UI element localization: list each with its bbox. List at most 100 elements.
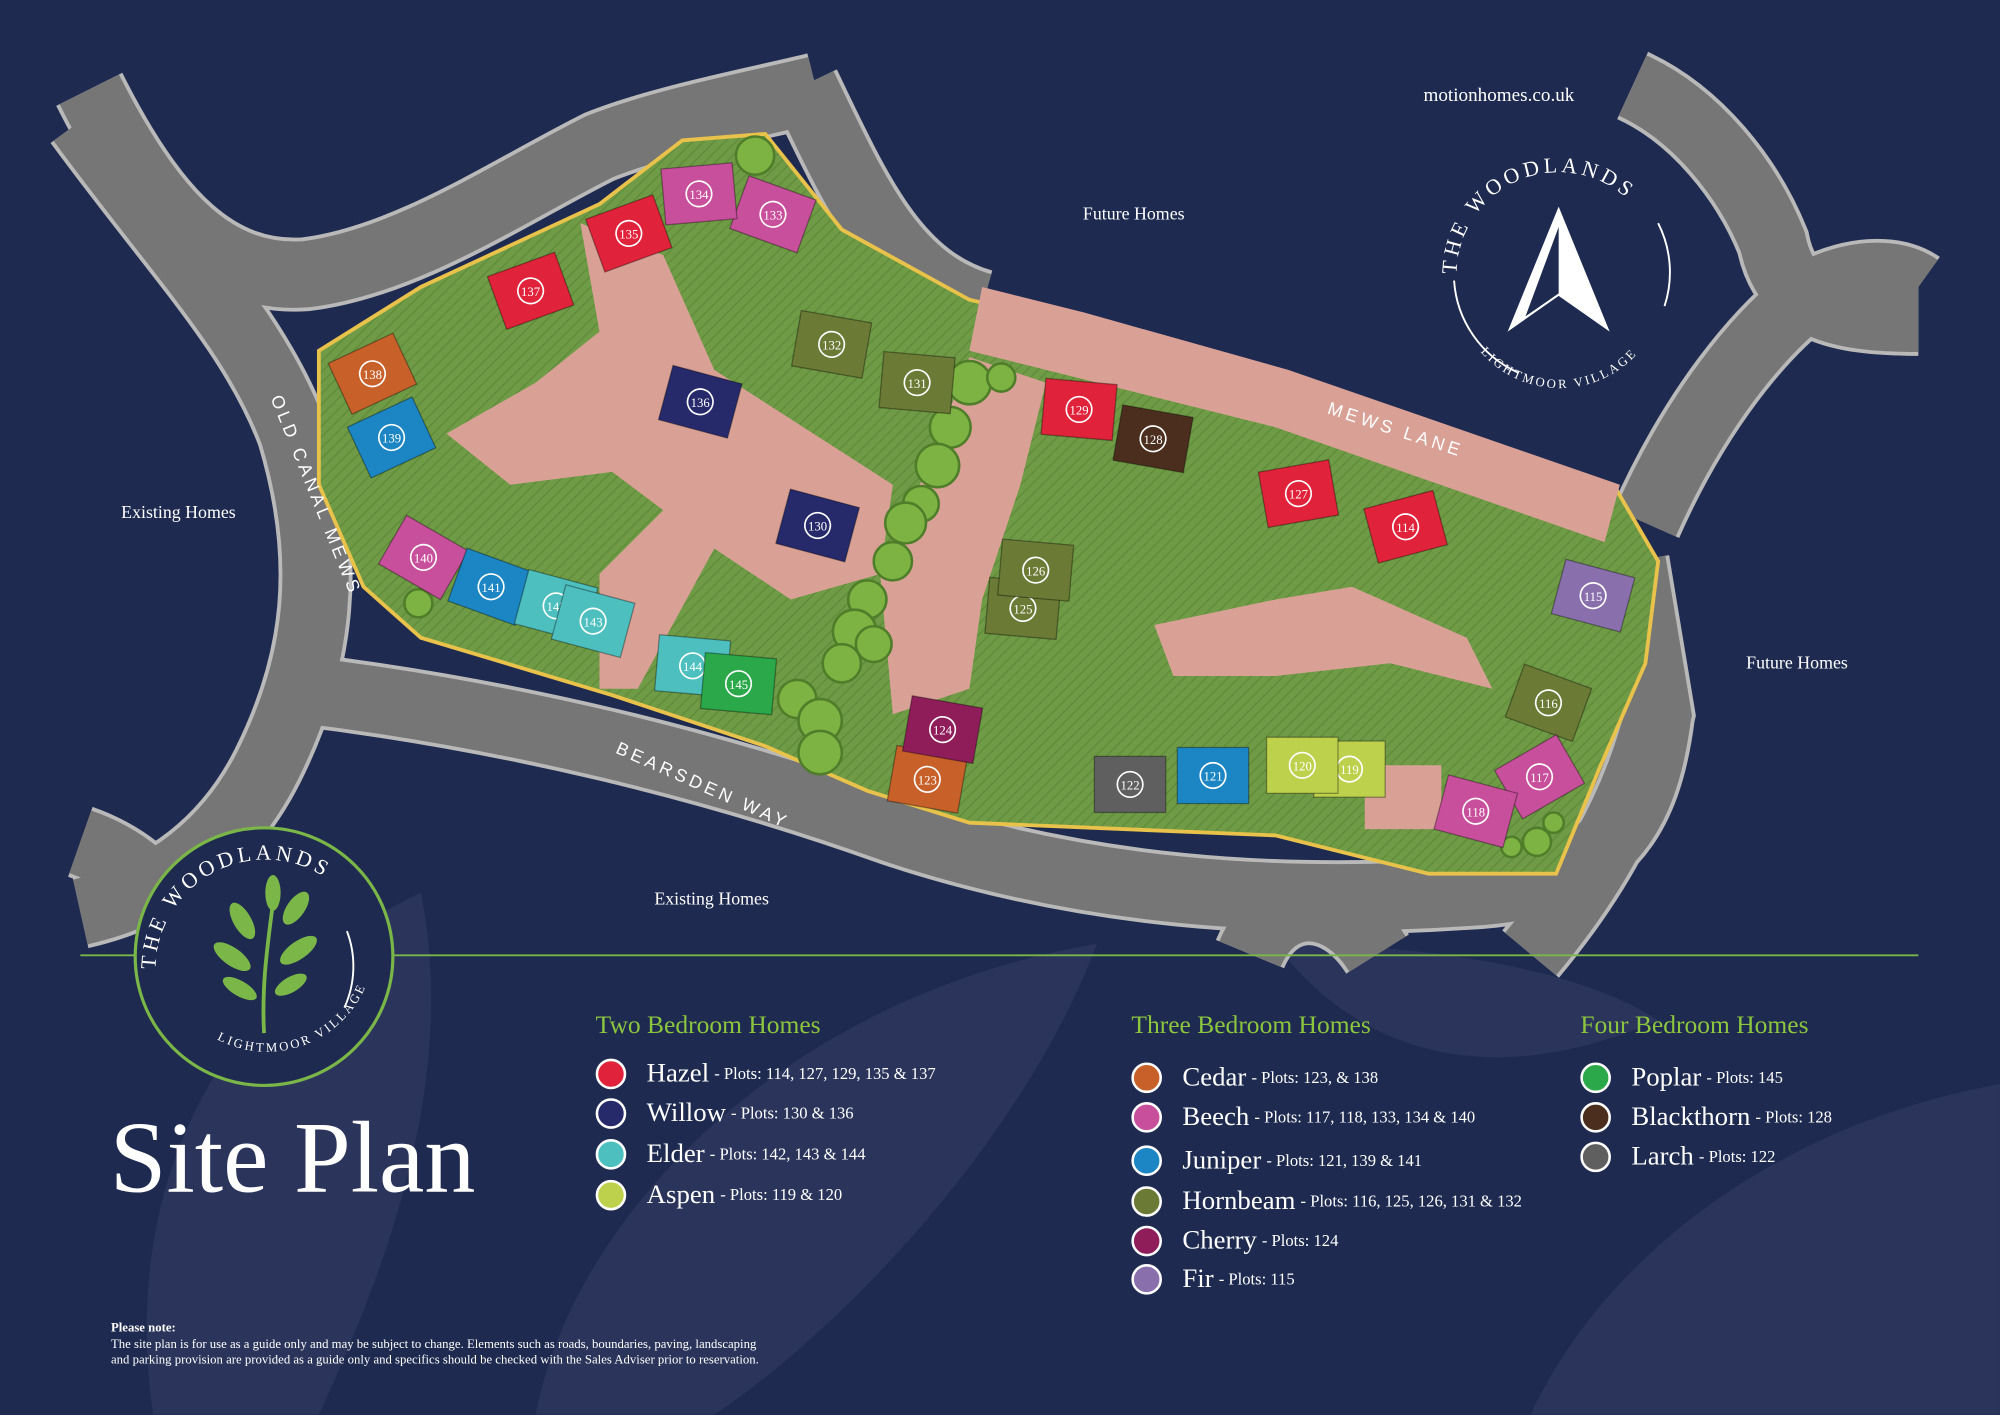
plot-127[interactable]: 127 (1257, 459, 1340, 529)
plot-number: 133 (763, 208, 782, 222)
plot-118[interactable]: 118 (1433, 774, 1519, 849)
plot-number: 144 (683, 660, 703, 674)
plot-number: 130 (808, 520, 827, 534)
plot-number: 117 (1530, 771, 1549, 785)
plot-138[interactable]: 138 (327, 332, 418, 416)
plots-layer: 1141151161171181191201211221231241251261… (327, 162, 1636, 849)
legend-item-poplar: Poplar- Plots: 145 (1580, 1061, 1783, 1093)
plot-136[interactable]: 136 (657, 364, 743, 439)
svg-text:LIGHTMOOR VILLAGE: LIGHTMOOR VILLAGE (1478, 344, 1640, 391)
legend-plots: - Plots: 114, 127, 129, 135 & 137 (714, 1063, 936, 1083)
legend-plots: - Plots: 123, & 138 (1251, 1066, 1379, 1087)
legend-house-name: Larch (1631, 1140, 1694, 1171)
plot-number: 119 (1340, 763, 1359, 777)
plot-128[interactable]: 128 (1112, 404, 1194, 474)
house-roof (346, 396, 437, 479)
legend-swatch (1131, 1263, 1162, 1294)
plot-number-badge (686, 388, 714, 416)
plot-number-badge (1284, 480, 1313, 508)
trees (403, 135, 1566, 859)
legend-item-hornbeam: Hornbeam- Plots: 116, 125, 126, 131 & 13… (1131, 1185, 1522, 1217)
plot-number: 124 (933, 724, 953, 738)
plot-number: 129 (1070, 404, 1089, 418)
house-roof (657, 364, 743, 439)
note-line-2: and parking provision are provided as a … (110, 1353, 759, 1368)
legend-item-elder: Elder- Plots: 142, 143 & 144 (595, 1137, 866, 1170)
plot-140[interactable]: 140 (377, 514, 470, 601)
house-roof (1550, 558, 1636, 633)
house-roof (377, 514, 470, 601)
legend-house-name: Juniper (1182, 1144, 1262, 1175)
woodlands-logo: THE WOODLANDS LIGHTMOOR VILLAGE (133, 826, 395, 1088)
legend-house-name: Fir (1182, 1262, 1214, 1294)
house-roof (660, 162, 738, 226)
plot-number: 114 (1396, 521, 1415, 535)
house-roof (878, 350, 956, 415)
house-roof (1265, 736, 1339, 794)
legend-heading: Three Bedroom Homes (1131, 1011, 1371, 1040)
plot-135[interactable]: 135 (584, 194, 673, 273)
plot-130[interactable]: 130 (775, 488, 861, 563)
house-roof (584, 194, 673, 273)
plot-115[interactable]: 115 (1550, 558, 1636, 633)
plot-121[interactable]: 121 (1176, 746, 1250, 805)
plot-number: 132 (822, 338, 841, 352)
plot-122[interactable]: 122 (1093, 755, 1167, 814)
legend-plots: - Plots: 145 (1706, 1066, 1783, 1087)
plot-126[interactable]: 126 (996, 538, 1075, 602)
plot-132[interactable]: 132 (790, 309, 873, 379)
plot-number-badge (1065, 395, 1093, 424)
plot-number-badge (377, 423, 406, 452)
house-roof (1093, 755, 1167, 814)
compass-logo-bottom-text: LIGHTMOOR VILLAGE (1478, 344, 1637, 391)
plot-number: 125 (1013, 603, 1032, 617)
plot-number: 123 (918, 773, 937, 787)
plot-129[interactable]: 129 (1040, 377, 1118, 442)
legend-plots: - Plots: 130 & 136 (731, 1102, 854, 1122)
house-roof (1433, 774, 1519, 849)
plot-number-badge (1525, 763, 1554, 791)
plot-133[interactable]: 133 (728, 174, 817, 254)
house-roof (901, 695, 984, 765)
website-url[interactable]: motionhomes.co.uk (1423, 85, 1575, 106)
plot-145[interactable]: 145 (699, 651, 778, 716)
legend-house-name: Elder (646, 1137, 705, 1169)
plot-number: 135 (619, 228, 638, 242)
legend-plots: - Plots: 142, 143 & 144 (709, 1143, 866, 1163)
plot-number: 116 (1539, 697, 1558, 711)
plot-116[interactable]: 116 (1504, 663, 1593, 743)
plot-131[interactable]: 131 (878, 350, 956, 415)
plot-number-badge (724, 670, 753, 698)
legend-house-name: Hornbeam (1182, 1184, 1296, 1216)
plot-137[interactable]: 137 (486, 251, 575, 331)
house-roof (550, 584, 636, 659)
plot-number-badge (1288, 751, 1316, 779)
plot-number: 139 (382, 432, 401, 446)
plot-number: 126 (1026, 564, 1045, 578)
legend-item-willow: Willow- Plots: 130 & 136 (595, 1097, 854, 1129)
legend-item-hazel: Hazel- Plots: 114, 127, 129, 135 & 137 (595, 1057, 936, 1089)
legend-plots: - Plots: 121, 139 & 141 (1266, 1149, 1423, 1169)
plot-number-badge (358, 360, 387, 388)
plot-143[interactable]: 143 (550, 584, 636, 659)
plot-124[interactable]: 124 (901, 695, 984, 765)
legend-item-blackthorn: Blackthorn- Plots: 128 (1580, 1101, 1832, 1133)
plot-120[interactable]: 120 (1265, 736, 1339, 794)
legend-plots: - Plots: 122 (1698, 1146, 1776, 1166)
legend-house-name: Cherry (1182, 1224, 1257, 1256)
plot-134[interactable]: 134 (660, 162, 738, 226)
plot-number: 127 (1289, 488, 1308, 502)
plot-number: 145 (729, 678, 748, 692)
plot-number: 137 (521, 285, 540, 299)
plot-139[interactable]: 139 (346, 396, 437, 479)
plot-114[interactable]: 114 (1363, 489, 1449, 564)
plot-123[interactable]: 123 (886, 744, 969, 814)
house-roof (1504, 663, 1593, 743)
legend-plots: - Plots: 124 (1261, 1230, 1339, 1250)
legend-house-name: Cedar (1182, 1061, 1247, 1092)
house-roof (1257, 459, 1340, 529)
plot-117[interactable]: 117 (1493, 733, 1586, 820)
plot-number: 131 (908, 377, 927, 391)
